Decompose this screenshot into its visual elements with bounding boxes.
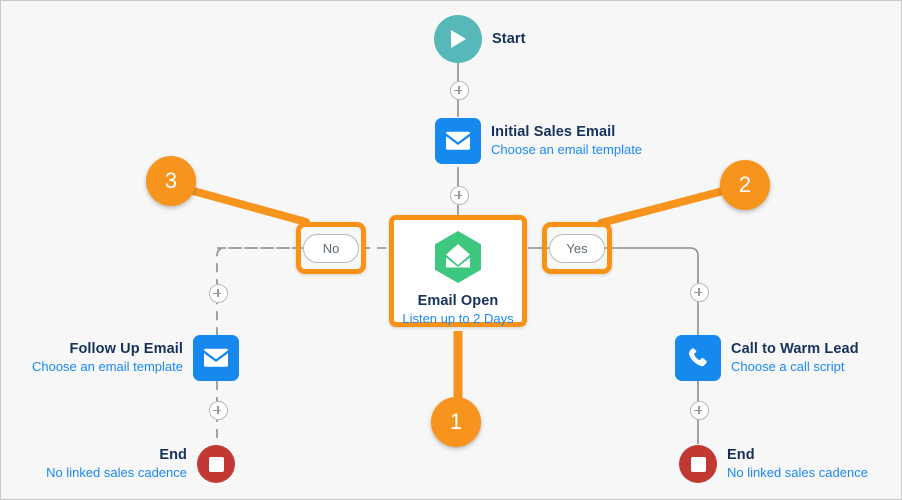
stop-circle-icon — [679, 445, 717, 483]
email-open-title: Email Open — [417, 293, 499, 309]
node-initial-sales-email-subtitle[interactable]: Choose an email template — [491, 142, 643, 157]
callout-badge-2: 2 — [720, 160, 770, 210]
node-follow-up-email[interactable]: Follow Up Email Choose an email template — [1, 335, 239, 381]
add-step-after-call-to-warm-lead[interactable] — [689, 401, 709, 420]
yes-branch-pill[interactable]: Yes — [549, 234, 605, 263]
add-step-before-follow-up-email[interactable] — [208, 284, 228, 303]
add-step-after-follow-up-email[interactable] — [208, 401, 228, 420]
add-step-after-initial-sales-email[interactable] — [449, 186, 469, 205]
add-step-before-call-to-warm-lead[interactable] — [689, 283, 709, 302]
node-end-left-title: End — [159, 447, 187, 463]
callout-badge-3: 3 — [146, 156, 196, 206]
node-follow-up-email-subtitle[interactable]: Choose an email template — [31, 359, 183, 374]
node-call-to-warm-lead-subtitle[interactable]: Choose a call script — [731, 359, 845, 374]
envelope-icon — [435, 118, 481, 164]
yes-branch-highlight — [542, 222, 612, 274]
node-end-right[interactable]: End No linked sales cadence — [679, 445, 868, 483]
callout-badge-1: 1 — [431, 397, 481, 447]
callout-badge-1-number: 1 — [449, 409, 463, 434]
no-branch-pill[interactable]: No — [303, 234, 359, 263]
no-branch-highlight — [296, 222, 366, 274]
node-end-left[interactable]: End No linked sales cadence — [1, 445, 235, 483]
email-open-card[interactable]: Email Open Listen up to 2 Days — [389, 215, 527, 327]
wire-yes-branch — [601, 247, 699, 337]
node-call-to-warm-lead[interactable]: Call to Warm Lead Choose a call script — [675, 335, 859, 381]
callout-badge-3-number: 3 — [164, 168, 178, 193]
hexagon-envelope-icon — [429, 228, 487, 286]
node-end-right-title: End — [727, 447, 755, 463]
node-end-left-subtitle[interactable]: No linked sales cadence — [46, 465, 187, 480]
envelope-icon — [193, 335, 239, 381]
node-follow-up-email-title: Follow Up Email — [69, 341, 183, 357]
callout-leader-3 — [182, 185, 310, 226]
wire-no-branch — [216, 247, 301, 339]
node-call-to-warm-lead-title: Call to Warm Lead — [731, 341, 859, 357]
stop-square — [208, 456, 224, 472]
node-initial-sales-email-title: Initial Sales Email — [491, 124, 616, 140]
no-branch-label: No — [322, 241, 340, 256]
play-circle-icon — [434, 15, 482, 63]
add-step-after-start[interactable] — [449, 81, 469, 100]
callout-leader-2 — [597, 187, 727, 227]
phone-icon — [675, 335, 721, 381]
callout-badge-2-number: 2 — [738, 172, 752, 197]
yes-branch-label: Yes — [566, 241, 588, 256]
node-start[interactable]: Start — [434, 15, 526, 63]
email-open-subtitle[interactable]: Listen up to 2 Days — [402, 311, 514, 326]
node-end-right-subtitle[interactable]: No linked sales cadence — [727, 465, 868, 480]
stop-square — [690, 456, 706, 472]
node-initial-sales-email[interactable]: Initial Sales Email Choose an email temp… — [435, 118, 642, 164]
stop-circle-icon — [197, 445, 235, 483]
node-start-title: Start — [492, 31, 526, 47]
